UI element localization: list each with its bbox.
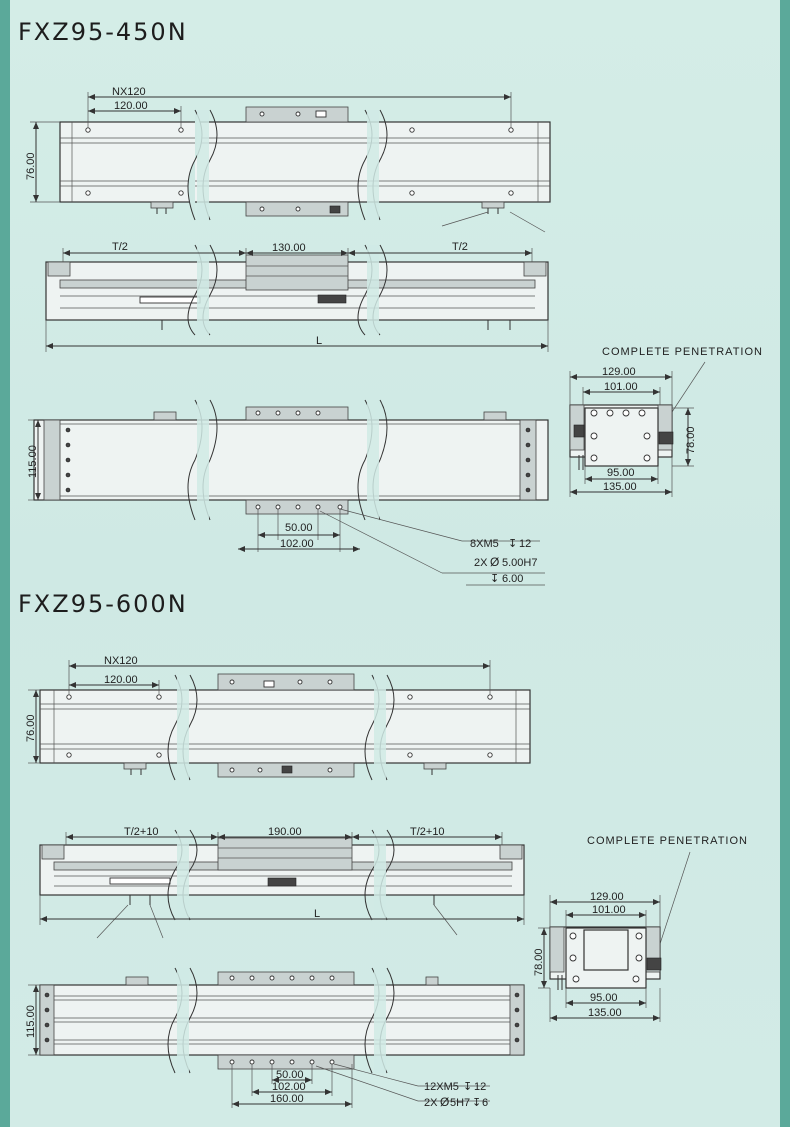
right-border-band xyxy=(780,0,790,1127)
s2-d160-label: 160.00 xyxy=(270,1093,304,1105)
s1-end-holes xyxy=(65,427,531,493)
s2-pin-count: 2X xyxy=(424,1097,438,1109)
s1-end-view: COMPLETE PENETRATION 129.00 101.00 78.00… xyxy=(569,346,763,497)
s2-top-holes xyxy=(66,679,493,773)
s2-w129-label: 129.00 xyxy=(590,891,624,903)
s1-complete-penetration-label: COMPLETE PENETRATION xyxy=(602,346,763,358)
s1-right-half-label: T/2 xyxy=(452,241,468,253)
s2-h78-label: 78.00 xyxy=(533,948,545,976)
s1-height-76-label: 76.00 xyxy=(25,152,37,180)
s2-slider-190-label: 190.00 xyxy=(268,826,302,838)
s2-holes-depth: 12 xyxy=(474,1081,486,1093)
s2-w101-label: 101.00 xyxy=(592,904,626,916)
s2-nx-label: NX120 xyxy=(104,655,138,667)
section2-title: FXZ95-600N xyxy=(18,590,188,618)
s2-pin-size: 5H7 xyxy=(450,1097,470,1109)
s2-left-half-label: T/2+10 xyxy=(124,826,159,838)
s2-holes-callout: 12XM5 xyxy=(424,1081,459,1093)
s1-end-holes-grid xyxy=(590,409,651,462)
s1-length-label: L xyxy=(316,335,322,347)
s2-pin-depth-symbol: ↧ xyxy=(472,1097,481,1109)
s1-nx-label: NX120 xyxy=(112,86,146,98)
s1-d102-label: 102.00 xyxy=(280,538,314,550)
s1-top-view: NX120 120.00 76.00 xyxy=(25,86,551,233)
s1-side-view: T/2 130.00 T/2 L xyxy=(45,241,549,352)
s2-bottom-view: 115.00 50.00 102.00 160.00 12XM5 ↧ 12 2X… xyxy=(25,967,525,1109)
s1-top-holes xyxy=(85,111,514,212)
section1-title: FXZ95-450N xyxy=(18,18,188,46)
s2-d50-label: 50.00 xyxy=(276,1069,304,1081)
s1-pin-count: 2X xyxy=(474,557,488,569)
s1-depth-symbol: ↧ xyxy=(508,538,517,550)
s1-height-115-label: 115.00 xyxy=(27,445,39,478)
s2-w135-label: 135.00 xyxy=(588,1007,622,1019)
s1-pin-size: 5.00H7 xyxy=(502,557,537,569)
s2-complete-penetration-label: COMPLETE PENETRATION xyxy=(587,835,748,847)
s2-right-half-label: T/2+10 xyxy=(410,826,445,838)
s2-diameter-symbol: Ø xyxy=(440,1095,449,1109)
s2-top-view: NX120 120.00 76.00 xyxy=(25,655,531,781)
s1-holes-depth: 12 xyxy=(519,538,531,550)
s2-length-label: L xyxy=(314,908,320,920)
left-border-band xyxy=(0,0,10,1127)
s2-d102-label: 102.00 xyxy=(272,1081,306,1093)
s2-depth-symbol: ↧ xyxy=(463,1081,472,1093)
s1-diameter-symbol: Ø xyxy=(490,555,499,569)
s1-h78-label: 78.00 xyxy=(685,426,697,454)
s1-d50-label: 50.00 xyxy=(285,522,313,534)
s1-w135-label: 135.00 xyxy=(603,481,637,493)
s2-pin-depth: 6 xyxy=(482,1097,488,1109)
s2-side-view: T/2+10 190.00 T/2+10 L xyxy=(39,826,525,939)
s1-w95-label: 95.00 xyxy=(607,467,635,479)
s2-pitch-label: 120.00 xyxy=(104,674,138,686)
s1-bottom-view: 115.00 50.00 102.00 8XM5 ↧ 12 2X Ø 5.00H… xyxy=(27,399,549,586)
s1-pin-depth: 6.00 xyxy=(502,573,523,585)
s2-height-76-label: 76.00 xyxy=(25,714,37,742)
s1-holes-callout: 8XM5 xyxy=(470,538,499,550)
s2-height-115-label: 115.00 xyxy=(25,1005,37,1038)
s2-end-holes-grid xyxy=(569,932,643,983)
s1-left-half-label: T/2 xyxy=(112,241,128,253)
s1-w101-label: 101.00 xyxy=(604,381,638,393)
s1-slider-holes xyxy=(255,410,343,510)
s1-slider-130-label: 130.00 xyxy=(272,242,306,254)
s2-end-holes xyxy=(44,992,520,1043)
s1-w129-label: 129.00 xyxy=(602,366,636,378)
s2-w95-label: 95.00 xyxy=(590,992,618,1004)
s1-pitch-label: 120.00 xyxy=(114,100,148,112)
s1-pin-depth-symbol: ↧ xyxy=(490,573,499,585)
s2-end-view: COMPLETE PENETRATION 129.00 101.00 78.00… xyxy=(533,835,748,1022)
